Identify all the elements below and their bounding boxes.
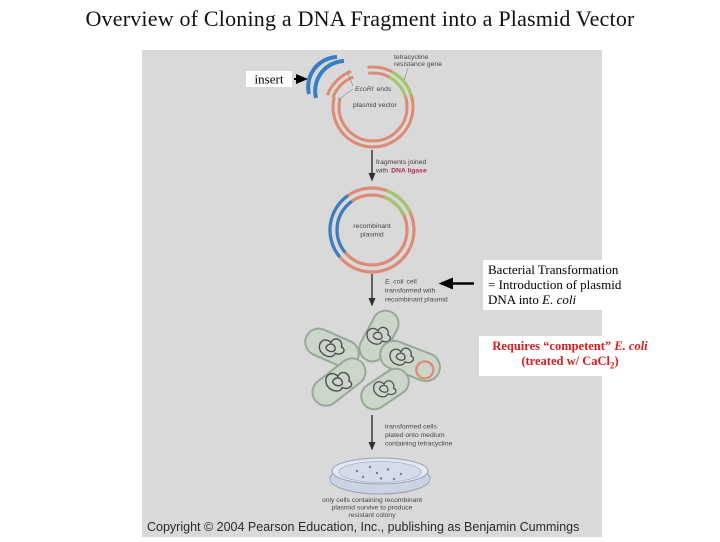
tetracycline-gene-label: tetracycline bbox=[394, 54, 429, 61]
recombinant-plasmid-label1: recombinant bbox=[353, 223, 391, 230]
bacterial-cell bbox=[311, 357, 367, 407]
competent-note-box: Requires “competent” E. coli (treated w/… bbox=[479, 336, 661, 376]
result-caption-line3: resistant colony bbox=[348, 512, 396, 519]
copyright-text: Copyright © 2004 Pearson Education, Inc.… bbox=[147, 520, 580, 534]
gene-segment bbox=[383, 188, 412, 216]
result-caption-line1: only cells containing recombinant bbox=[322, 497, 422, 504]
plating-label-line2: plated onto medium bbox=[385, 432, 445, 439]
plating-label-line3: containing tetracycline bbox=[385, 441, 452, 448]
slide-title: Overview of Cloning a DNA Fragment into … bbox=[85, 6, 635, 31]
transformation-note-line2: = Introduction of plasmid bbox=[488, 276, 622, 292]
transformation-note-box: Bacterial Transformation = Introduction … bbox=[483, 260, 661, 311]
cloning-diagram: insert tetracycline resistance gene bbox=[246, 54, 474, 519]
bacterial-cell bbox=[360, 367, 410, 411]
tetracycline-gene-segment bbox=[388, 70, 413, 98]
competent-note-line1: Requires “competent” E. coli bbox=[492, 339, 648, 353]
insert-label-box bbox=[246, 71, 292, 87]
plasmid-vector-ring bbox=[325, 62, 415, 149]
transformation-note-line3: DNA into E. coli bbox=[488, 291, 577, 307]
insert-label: insert bbox=[255, 72, 284, 87]
recombinant-plasmid-label2: plasmid bbox=[360, 232, 384, 239]
petri-dish bbox=[329, 457, 431, 495]
transform-label-line3: recombinant plasmid bbox=[385, 297, 448, 304]
plasmid-vector-label: plasmid vector bbox=[353, 102, 398, 109]
recombinant-plasmid-ring bbox=[328, 186, 416, 274]
bacterial-cells bbox=[304, 309, 441, 411]
result-caption-line2: plasmid survive to produce bbox=[332, 505, 413, 512]
insert-fragment bbox=[306, 55, 345, 99]
tetracycline-gene-label2: resistance gene bbox=[394, 61, 442, 68]
insert-segment bbox=[328, 194, 353, 259]
competent-note-line2: (treated w/ CaCl2) bbox=[521, 353, 619, 371]
transformation-note-line1: Bacterial Transformation bbox=[488, 262, 619, 277]
plating-label-line1: transformed cells bbox=[385, 424, 437, 431]
transform-label-line2: transformed with bbox=[385, 288, 435, 295]
colonies bbox=[355, 465, 403, 481]
plasmid-in-cell bbox=[415, 360, 435, 380]
ligation-label-line1: fragments joined bbox=[376, 159, 426, 166]
